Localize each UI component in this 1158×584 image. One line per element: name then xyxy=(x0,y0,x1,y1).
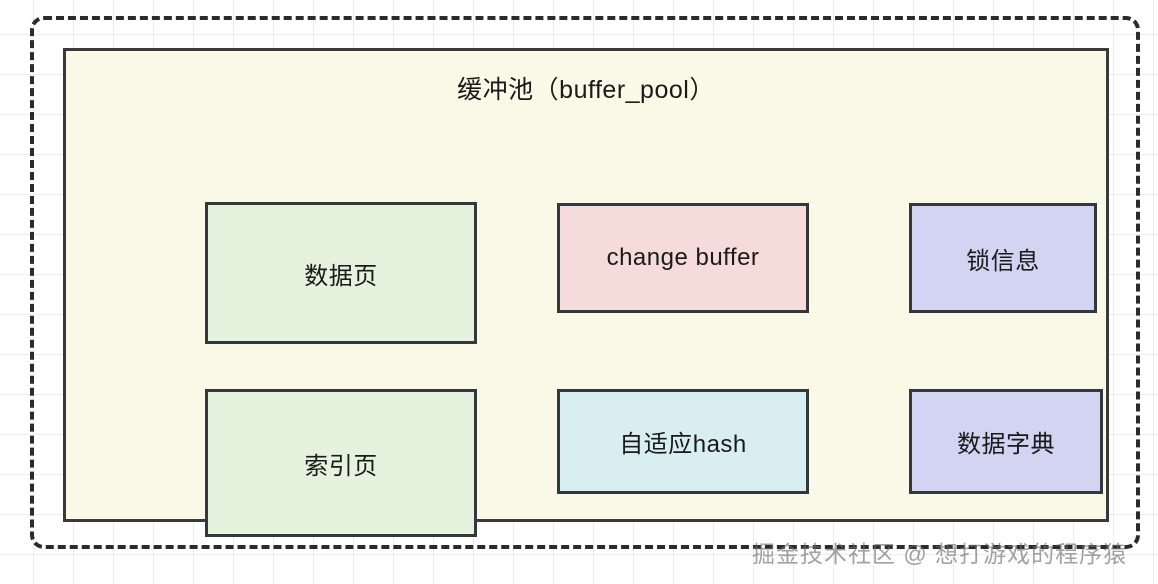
component-label-index-page: 索引页 xyxy=(304,452,378,480)
component-label-lock-info: 锁信息 xyxy=(966,247,1040,275)
component-box-change-buffer[interactable]: change buffer xyxy=(557,203,809,313)
component-label-change-buffer: change buffer xyxy=(606,244,760,271)
component-box-lock-info[interactable]: 锁信息 xyxy=(909,203,1097,313)
buffer-pool-panel: 缓冲池（buffer_pool） 数据页 change buffer 锁信息 索… xyxy=(63,48,1109,537)
component-label-adaptive-hash: 自适应hash xyxy=(619,431,747,458)
component-box-data-page[interactable]: 数据页 xyxy=(205,202,477,344)
component-box-index-page[interactable]: 索引页 xyxy=(205,389,477,537)
component-box-adaptive-hash[interactable]: 自适应hash xyxy=(557,389,809,494)
outer-dashed-boundary xyxy=(30,16,1140,549)
buffer-pool-title: 缓冲池（buffer_pool） xyxy=(457,76,715,104)
component-label-data-dictionary: 数据字典 xyxy=(957,431,1055,458)
component-box-data-dictionary[interactable]: 数据字典 xyxy=(909,389,1103,494)
component-label-data-page: 数据页 xyxy=(304,262,378,290)
